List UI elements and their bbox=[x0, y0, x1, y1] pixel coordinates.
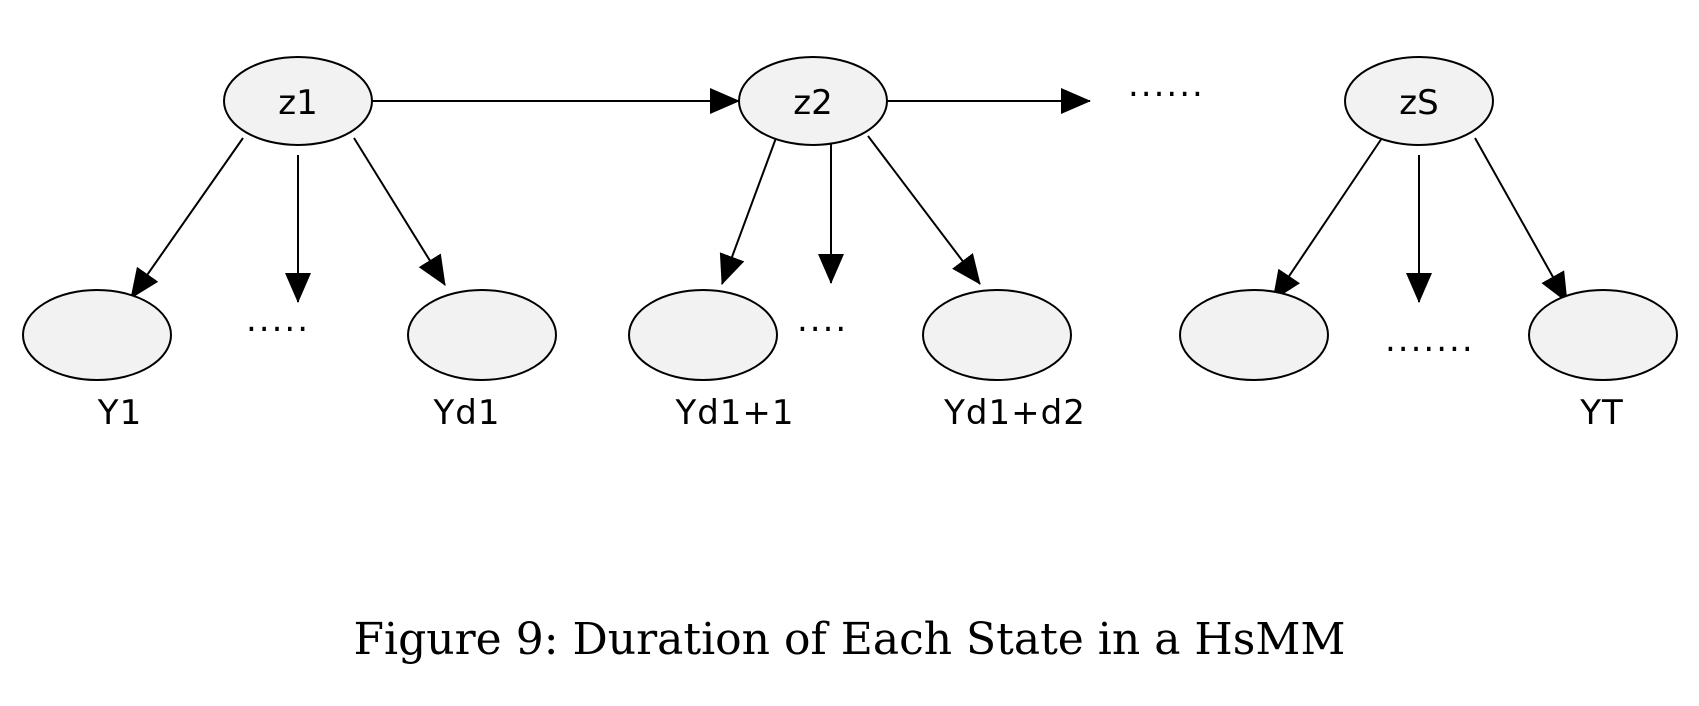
observation-label-yd1: Yd1 bbox=[433, 393, 501, 433]
hsmm-diagram: z1 z2 zS ...... ..... .... ....... Y1 Yd… bbox=[22, 56, 1678, 433]
observation-node-y1 bbox=[22, 289, 172, 381]
state-label-z1: z1 bbox=[278, 83, 317, 123]
observation-label-yd1-plus-1: Yd1+1 bbox=[674, 393, 794, 433]
observation-node-left-s bbox=[1179, 289, 1329, 381]
observation-label-yd1-plus-d2: Yd1+d2 bbox=[943, 393, 1086, 433]
edge-zs-yt bbox=[1474, 137, 1568, 303]
edge-z2-yd1pd2 bbox=[867, 135, 981, 285]
observation-ellipsis-3: ....... bbox=[1385, 320, 1475, 360]
state-node-zs: zS bbox=[1344, 56, 1494, 146]
observation-label-y1: Y1 bbox=[97, 393, 142, 433]
observation-ellipsis-2: .... bbox=[797, 300, 848, 340]
edge-z1-yd1 bbox=[353, 137, 446, 286]
state-node-z2: z2 bbox=[738, 56, 888, 146]
observation-node-yt bbox=[1528, 289, 1678, 381]
observation-ellipsis-1: ..... bbox=[246, 300, 310, 340]
state-label-zs: zS bbox=[1399, 83, 1438, 123]
observation-node-yd1-plus-d2 bbox=[922, 289, 1072, 381]
observation-node-yd1-plus-1 bbox=[628, 289, 778, 381]
edge-zs-left bbox=[1272, 137, 1383, 301]
observation-node-yd1 bbox=[407, 289, 557, 381]
edge-z2-yd1p1 bbox=[719, 137, 777, 285]
edge-z1-y1 bbox=[130, 137, 244, 299]
state-label-z2: z2 bbox=[793, 83, 832, 123]
observation-label-yt: YT bbox=[1579, 393, 1624, 433]
figure-caption: Figure 9: Duration of Each State in a Hs… bbox=[353, 614, 1346, 665]
state-node-z1: z1 bbox=[223, 56, 373, 146]
state-chain-ellipsis: ...... bbox=[1128, 65, 1205, 105]
